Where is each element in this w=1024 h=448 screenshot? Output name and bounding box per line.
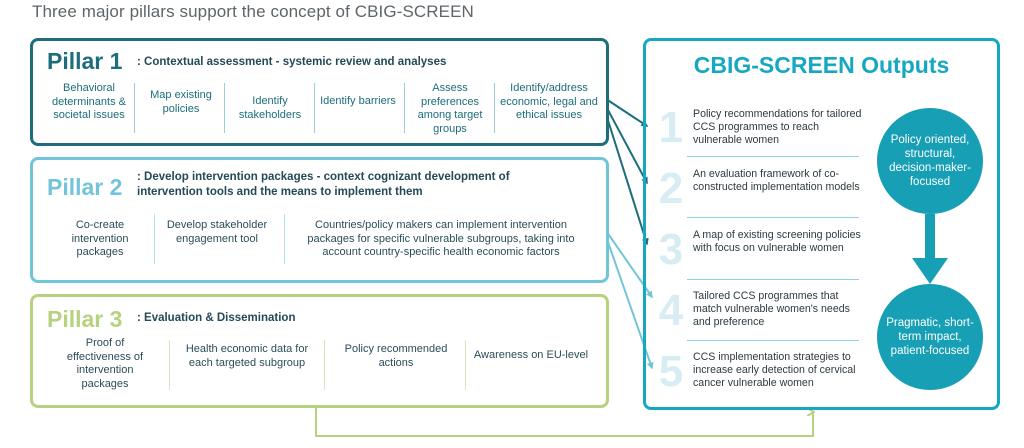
- pillar-2-box: Pillar 2 : Develop intervention packages…: [30, 157, 609, 283]
- policy-oriented-circle: Policy oriented, structural, decision-ma…: [877, 108, 983, 214]
- pillar-2-name: Pillar 2: [47, 174, 123, 200]
- pillar3-arrow: [315, 408, 813, 437]
- pillar-2-item: Co-create intervention packages: [71, 219, 129, 258]
- output-text: An evaluation framework of co-constructe…: [693, 168, 860, 193]
- pillar-1-item: Identify stakeholders: [238, 95, 302, 121]
- pillar-1-item: Identify barriers: [320, 95, 396, 107]
- pillar-3-item: Awareness on EU-level: [473, 349, 589, 361]
- separator: [134, 83, 135, 133]
- output-number: 5: [658, 347, 684, 396]
- pillar-3-name: Pillar 3: [47, 306, 123, 332]
- pillar-3-subtitle: : Evaluation & Dissemination: [137, 312, 296, 324]
- pillar-1-box: Pillar 1 : Contextual assessment - syste…: [30, 38, 609, 146]
- separator: [169, 340, 170, 390]
- outputs-box: [643, 38, 1000, 410]
- output-text: A map of existing screening policies wit…: [693, 229, 861, 254]
- pillar-2-item: Countries/policy makers can implement in…: [307, 219, 575, 258]
- pillar-1-subtitle: : Contextual assessment - systemic revie…: [137, 56, 447, 68]
- pillar-1-item: Map existing policies: [150, 89, 212, 115]
- pragmatic-circle: Pragmatic, short-term impact, patient-fo…: [877, 284, 983, 390]
- output-divider: [687, 279, 859, 280]
- output-divider: [687, 156, 859, 157]
- separator: [224, 83, 225, 133]
- pillar-3-item: Health economic data for each targeted s…: [185, 343, 309, 369]
- separator: [494, 83, 495, 133]
- output-number: 2: [658, 164, 684, 213]
- outputs-title: CBIG-SCREEN Outputs: [693, 52, 950, 78]
- pillar-1-item: Assess preferences among target groups: [417, 82, 483, 135]
- pillar-3-box: Pillar 3 : Evaluation & Dissemination Pr…: [30, 294, 609, 408]
- pillar-2-item: Develop stakeholder engagement tool: [166, 219, 268, 245]
- output-divider: [687, 340, 859, 341]
- pillar-2-subtitle: : Develop intervention packages - contex…: [137, 171, 510, 198]
- output-text: CCS implementation strategies to increas…: [693, 351, 856, 389]
- output-number: 4: [658, 286, 684, 335]
- separator: [284, 214, 285, 264]
- pillar-1-item: Behavioral determinants & societal issue…: [52, 82, 126, 121]
- pillar-1-item: Identify/address economic, legal and eth…: [500, 82, 598, 121]
- separator: [154, 214, 155, 264]
- separator: [324, 340, 325, 390]
- page-title: Three major pillars support the concept …: [32, 2, 474, 21]
- separator: [314, 83, 315, 133]
- output-text: Tailored CCS programmes that match vulne…: [693, 290, 850, 328]
- pillar-3-item: Proof of effectiveness of intervention p…: [66, 337, 144, 390]
- output-number: 3: [658, 225, 684, 274]
- output-text: Policy recommendations for tailored CCS …: [693, 108, 862, 146]
- output-divider: [687, 217, 859, 218]
- separator: [465, 340, 466, 390]
- separator: [404, 83, 405, 133]
- pillar-1-name: Pillar 1: [47, 48, 123, 74]
- circle-down-arrow: [912, 214, 948, 284]
- output-number: 1: [658, 103, 684, 152]
- pillar-3-item: Policy recommended actions: [344, 343, 448, 369]
